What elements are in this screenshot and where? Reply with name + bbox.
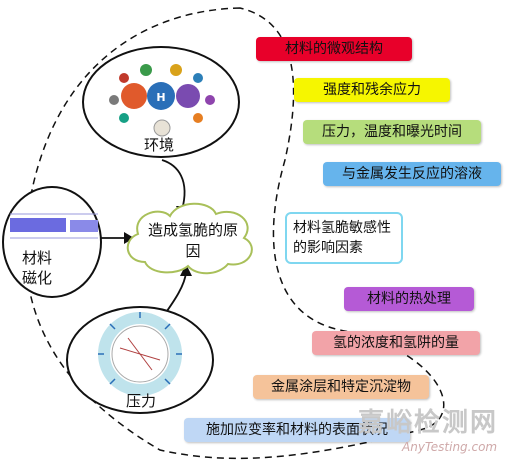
pressure-label: 压力	[126, 392, 157, 410]
center-label: 造成氢脆的原因	[148, 221, 239, 260]
watermark-url: AnyTesting.com	[402, 440, 498, 454]
center-cloud	[126, 202, 253, 275]
factor-strength-stress: 强度和残余应力	[294, 78, 450, 102]
factor-hydrogen-traps: 氢的浓度和氢阱的量	[312, 331, 480, 355]
factor-pressure-temp-time: 压力，温度和曝光时间	[303, 120, 481, 144]
environment-icons: H	[109, 64, 215, 137]
pressure-ellipse: 压力	[66, 306, 214, 414]
pressure-ring-image	[98, 312, 182, 396]
factor-heat-treatment: 材料的热处理	[344, 287, 474, 311]
factor-strain-surface: 施加应变率和材料的表面状况	[184, 418, 410, 442]
watermark-text: 嘉峪检测网	[358, 408, 499, 438]
magnetization-image	[10, 213, 98, 239]
factor-coating-precipitate: 金属涂层和特定沉淀物	[253, 375, 429, 399]
environment-ellipse: H 环境	[82, 46, 240, 158]
magnetization-ellipse: 材料 磁化	[2, 186, 102, 298]
arrow-magnetization	[100, 232, 134, 244]
environment-label: 环境	[144, 136, 175, 154]
factors-title-box: 材料氢脆敏感性的影响因素	[285, 212, 403, 264]
magnetization-label: 材料 磁化	[22, 249, 53, 287]
factor-microstructure: 材料的微观结构	[256, 37, 412, 61]
svg-text:H: H	[156, 91, 165, 104]
factor-solution: 与金属发生反应的溶液	[323, 162, 501, 186]
